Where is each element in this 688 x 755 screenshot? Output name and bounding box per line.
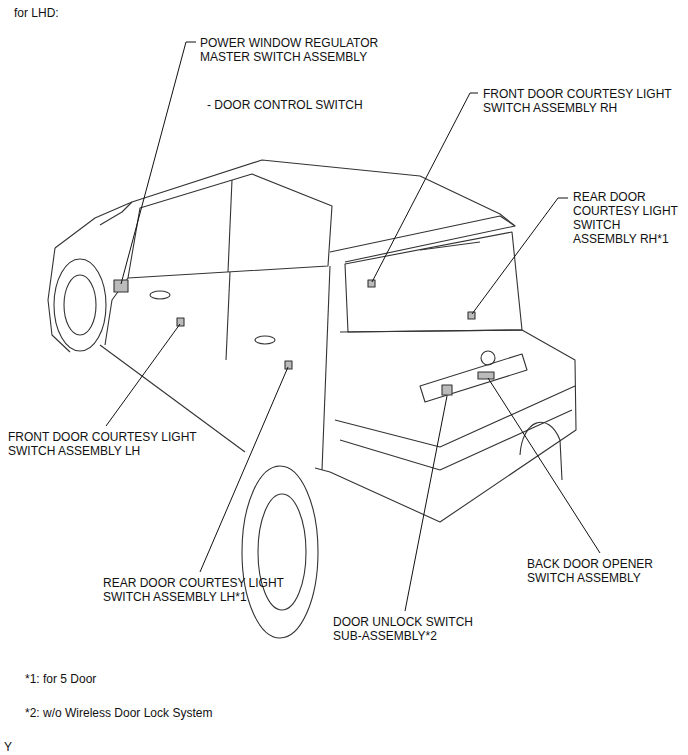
figure-code: Y bbox=[4, 740, 12, 754]
part-label: REAR DOOR COURTESY LIGHT SWITCH ASSEMBLY… bbox=[103, 576, 318, 604]
part-label: FRONT DOOR COURTESY LIGHT SWITCH ASSEMBL… bbox=[8, 430, 208, 458]
diagram-title: for LHD: bbox=[14, 6, 59, 20]
part-label: FRONT DOOR COURTESY LIGHT SWITCH ASSEMBL… bbox=[483, 87, 683, 115]
part-label: DOOR UNLOCK SWITCH SUB-ASSEMBLY*2 bbox=[333, 615, 483, 643]
part-label: POWER WINDOW REGULATOR MASTER SWITCH ASS… bbox=[200, 36, 400, 64]
part-label: BACK DOOR OPENER SWITCH ASSEMBLY bbox=[527, 557, 662, 585]
part-label: REAR DOOR COURTESY LIGHT SWITCH ASSEMBLY… bbox=[573, 190, 681, 246]
footnote: *1: for 5 Door bbox=[25, 672, 96, 686]
footnote: *2: w/o Wireless Door Lock System bbox=[25, 706, 212, 720]
part-sublabel: - DOOR CONTROL SWITCH bbox=[207, 98, 363, 112]
